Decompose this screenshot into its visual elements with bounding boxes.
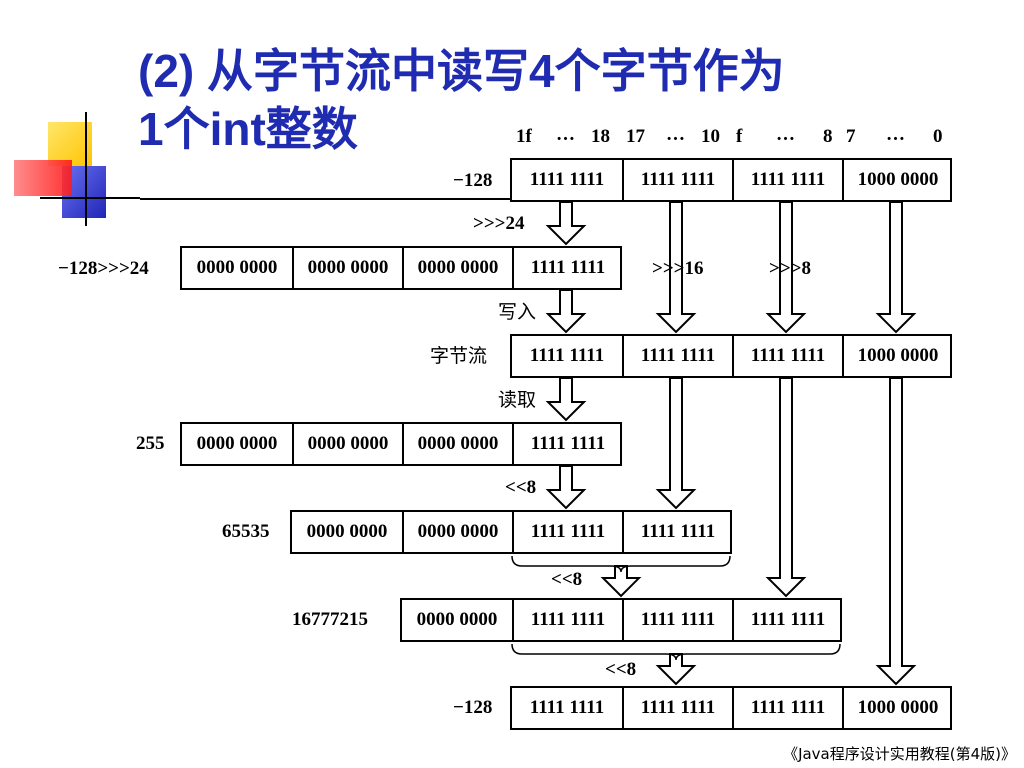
byte-cell: 1111 1111: [732, 688, 842, 728]
byte-cell: 0000 0000: [292, 424, 402, 464]
bit-label-7: 7: [846, 126, 856, 147]
bit-label-17: 17: [626, 126, 645, 147]
op-left-shift-3: <<8: [605, 659, 637, 680]
arrow-byte0-read: [875, 377, 917, 686]
op-read: 读取: [498, 389, 537, 411]
byte-cell: 1111 1111: [512, 424, 622, 464]
title-line-1: (2) 从字节流中读写4个字节作为: [138, 45, 785, 97]
register-255: 0000 0000 0000 0000 0000 0000 1111 1111: [180, 422, 622, 466]
op-left-shift-1: <<8: [505, 477, 537, 498]
row-label-65535: 65535: [222, 521, 270, 542]
byte-cell: 0000 0000: [402, 512, 512, 552]
byte-cell: 1111 1111: [622, 336, 732, 376]
bit-label-1f: 1f: [516, 126, 532, 147]
page-title: (2) 从字节流中读写4个字节作为 1个int整数: [138, 42, 1018, 158]
register-16777215: 0000 0000 1111 1111 1111 1111 1111 1111: [400, 598, 842, 642]
title-line-2: 1个int整数: [138, 103, 358, 155]
brace-16777215: [511, 643, 841, 661]
byte-cell: 1111 1111: [622, 512, 732, 552]
arrow-byte0: [875, 201, 917, 334]
arrow-shift24: [545, 201, 587, 246]
arrow-write: [545, 289, 587, 334]
arrow-left-shift-3: [655, 653, 697, 686]
bit-label-18: 18: [591, 126, 610, 147]
byte-cell: 0000 0000: [196, 433, 278, 454]
op-shift16: >>>16: [652, 258, 704, 279]
byte-cell: 1000 0000: [842, 160, 952, 200]
byte-cell: 1111 1111: [622, 688, 732, 728]
byte-cell: 1111 1111: [529, 345, 605, 366]
byte-cell: 1111 1111: [512, 600, 622, 640]
byte-cell: 1111 1111: [512, 512, 622, 552]
bit-label-0: 0: [933, 126, 943, 147]
arrow-byte2: [655, 377, 697, 510]
bit-label-ellipsis: …: [776, 124, 795, 145]
row-label-16777215: 16777215: [292, 609, 368, 630]
row-label-255: 255: [136, 433, 165, 454]
bit-label-8: 8: [823, 126, 833, 147]
byte-cell: 1111 1111: [622, 160, 732, 200]
register-result: 1111 1111 1111 1111 1111 1111 1000 0000: [510, 686, 952, 730]
arrow-left-shift-1: [545, 465, 587, 510]
byte-cell: 0000 0000: [196, 257, 278, 278]
byte-cell: 1111 1111: [512, 248, 622, 288]
row-label-minus128: −128: [453, 170, 493, 191]
arrow-shift16: [655, 201, 697, 334]
decorative-logo: [14, 112, 140, 226]
register-shifted24: 0000 0000 0000 0000 0000 0000 1111 1111: [180, 246, 622, 290]
bit-label-ellipsis: …: [886, 124, 905, 145]
footer-book-title: 《Java程序设计实用教程(第4版)》: [783, 745, 1016, 763]
byte-cell: 1111 1111: [732, 600, 842, 640]
row-label-result: −128: [453, 697, 493, 718]
byte-cell: 0000 0000: [292, 248, 402, 288]
bit-label-10: 10: [701, 126, 720, 147]
byte-cell: 1111 1111: [732, 336, 842, 376]
op-write: 写入: [498, 301, 537, 323]
row-label-bytestream: 字节流: [430, 345, 488, 367]
byte-cell: 0000 0000: [402, 424, 512, 464]
title-underline: [140, 198, 510, 200]
byte-cell: 0000 0000: [416, 609, 498, 630]
register-65535: 0000 0000 0000 0000 1111 1111 1111 1111: [290, 510, 732, 554]
arrow-read: [545, 377, 587, 422]
arrow-byte1: [765, 377, 807, 598]
register-bytestream: 1111 1111 1111 1111 1111 1111 1000 0000: [510, 334, 952, 378]
byte-cell: 1111 1111: [529, 697, 605, 718]
byte-cell: 1111 1111: [529, 169, 605, 190]
byte-cell: 1111 1111: [622, 600, 732, 640]
byte-cell: 0000 0000: [402, 248, 512, 288]
byte-cell: 1111 1111: [732, 160, 842, 200]
byte-cell: 1000 0000: [842, 336, 952, 376]
row-label-shifted24: −128>>>24: [58, 258, 149, 279]
bit-label-ellipsis: …: [666, 124, 685, 145]
byte-cell: 0000 0000: [306, 521, 388, 542]
arrow-shift8: [765, 201, 807, 334]
op-left-shift-2: <<8: [551, 569, 583, 590]
op-shift24: >>>24: [473, 213, 525, 234]
op-shift8: >>>8: [769, 258, 811, 279]
bit-label-ellipsis: …: [556, 124, 575, 145]
brace-65535: [511, 555, 731, 573]
byte-cell: 1000 0000: [842, 688, 952, 728]
bit-label-f: f: [736, 126, 743, 147]
arrow-left-shift-2: [600, 565, 642, 598]
register-minus128: 1111 1111 1111 1111 1111 1111 1000 0000: [510, 158, 952, 202]
